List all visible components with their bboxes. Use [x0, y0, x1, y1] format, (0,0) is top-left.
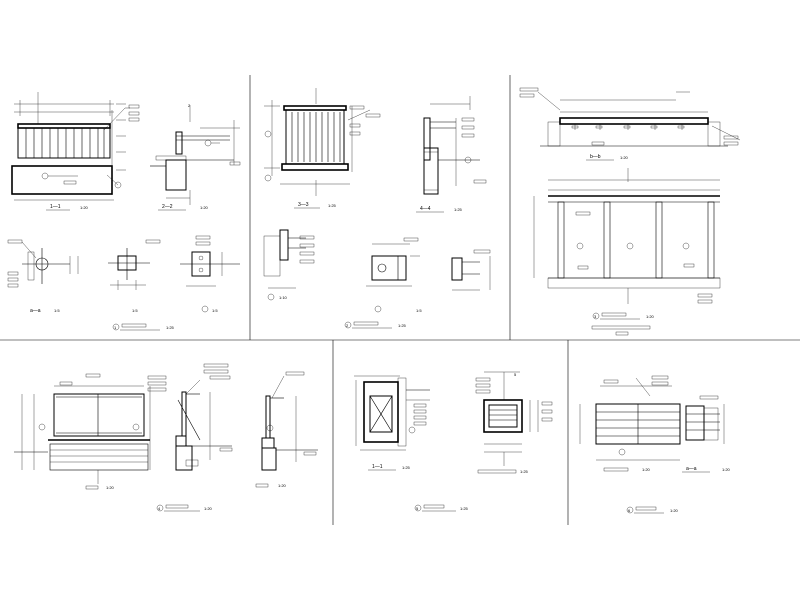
window-section-2-scale: 1:20: [278, 483, 287, 488]
detail-a-title: a—a: [30, 308, 41, 314]
panel-4-scale: 1:20: [204, 506, 213, 511]
detail-a-scale: 1:5: [54, 308, 60, 313]
vent-elevation: 5 1:25: [475, 371, 553, 474]
panel-2-title: 2 1:25: [344, 321, 407, 329]
scale-1-1: 1:20: [80, 205, 89, 210]
panel-3-number: 3: [594, 314, 597, 319]
base-plate-detail: 1:5: [366, 237, 422, 313]
panel-6-title: 6 1:20: [626, 506, 679, 514]
railing-section-2-2: 2 2—2 1:20: [150, 103, 241, 211]
panel-railing-detail-1: 1—1 1:20 2 2—2 1:20: [7, 92, 241, 331]
detail-a-node: a—a 1:5: [7, 239, 79, 314]
section-title-1-1: 1—1: [50, 204, 61, 210]
fence-elevation: [533, 168, 721, 304]
section-b-b: b—b 1:20: [519, 87, 741, 161]
vent-elevation-mark: 5: [514, 372, 517, 377]
panel-5-number: 5: [416, 506, 419, 511]
parapet-elevation-scale: 1:20: [642, 467, 651, 472]
anchor-detail-scale: 1:10: [279, 295, 288, 300]
parapet-section-scale: 1:20: [722, 467, 731, 472]
railing-elevation-1-1: 1—1 1:20: [11, 92, 140, 211]
vent-elevation-scale: 1:25: [520, 469, 529, 474]
panel-3-scale: 1:20: [646, 314, 655, 319]
panel-1-number: 1: [114, 325, 117, 330]
window-section-1: [175, 363, 233, 471]
section-title-2-2: 2—2: [162, 204, 173, 210]
clip-detail: [451, 249, 491, 291]
panel-railing-detail-2: 3—3 1:25 4—4 1:25: [263, 88, 491, 329]
panel-1-scale: 1:25: [166, 325, 175, 330]
panel-5-scale: 1:25: [460, 506, 469, 511]
vent-section-scale: 1:25: [402, 465, 411, 470]
panel-vent-detail: 1—1 1:25 5 1:25: [354, 371, 553, 512]
vent-section-1-1: 1—1 1:25: [354, 375, 430, 471]
cut-mark-2a: 2: [188, 103, 191, 108]
panel-1-title: 1 1:25: [112, 323, 175, 331]
detail-plate-1-scale: 1:5: [132, 308, 138, 313]
parapet-section-title: a—a: [686, 466, 697, 472]
wall-anchor-detail: 1:10: [263, 229, 315, 301]
section-title-3-3: 3—3: [298, 202, 309, 208]
detail-plate-2: 1:5: [180, 235, 240, 313]
scale-3-3: 1:25: [328, 203, 337, 208]
window-elevation: 1:20: [14, 373, 167, 490]
section-title-4-4: 4—4: [420, 206, 431, 212]
panel-parapet-detail: 1:20 a—a 1:20 6 1:20: [579, 375, 731, 514]
panel-2-scale: 1:25: [398, 323, 407, 328]
scale-b-b: 1:20: [620, 155, 629, 160]
panel-6-number: 6: [628, 508, 631, 513]
panel-4-number: 4: [158, 506, 161, 511]
section-title-b-b: b—b: [590, 154, 601, 160]
parapet-section: a—a 1:20: [682, 395, 731, 473]
scale-2-2: 1:20: [200, 205, 209, 210]
window-section-2: 1:20: [255, 371, 318, 488]
railing-elevation-3-3: 3—3 1:25: [264, 88, 381, 209]
panel-canopy-fence: b—b 1:20: [519, 87, 741, 336]
panel-4-title: 4 1:20: [156, 504, 213, 512]
panel-dividers: [0, 75, 800, 525]
panel-2-number: 2: [346, 323, 349, 328]
vent-section-title: 1—1: [372, 464, 383, 470]
parapet-elevation: 1:20: [579, 375, 681, 472]
detail-plate-1: 1:5: [108, 239, 161, 313]
panel-6-scale: 1:20: [670, 508, 679, 513]
panel-5-title: 5 1:25: [414, 504, 469, 512]
railing-section-4-4: 4—4 1:25: [416, 96, 487, 213]
base-plate-scale: 1:5: [416, 308, 422, 313]
detail-plate-2-scale: 1:5: [212, 308, 218, 313]
window-elevation-scale: 1:20: [106, 485, 115, 490]
scale-4-4: 1:25: [454, 207, 463, 212]
panel-window-elevation: 1:20: [14, 363, 318, 512]
panel-3-title: 3 1:20: [591, 312, 655, 336]
